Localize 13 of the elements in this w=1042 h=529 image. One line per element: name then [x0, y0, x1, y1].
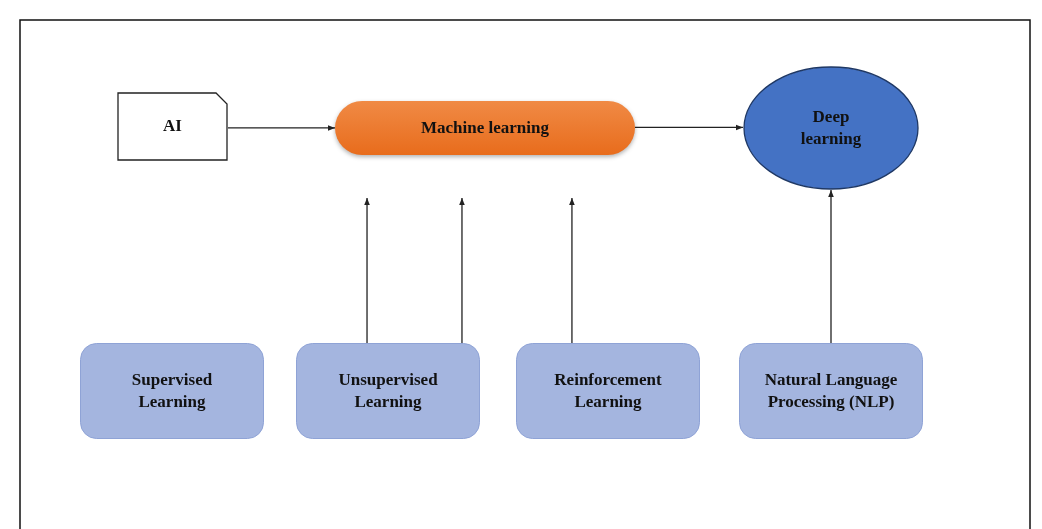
arrow — [634, 124, 744, 131]
node-label: Unsupervised Learning — [337, 368, 439, 413]
arrow — [227, 125, 336, 131]
node-label: Machine learning — [421, 116, 549, 139]
node-label: AI — [163, 115, 182, 138]
node-label: Supervised Learning — [130, 368, 214, 413]
arrow — [569, 197, 575, 344]
arrow — [828, 189, 834, 344]
arrow — [459, 197, 465, 344]
node-label: Reinforcement Learning — [553, 368, 663, 413]
node-label: Natural Language Processing (NLP) — [763, 368, 899, 413]
arrow — [364, 197, 370, 344]
node-label: Deep learning — [799, 105, 863, 150]
